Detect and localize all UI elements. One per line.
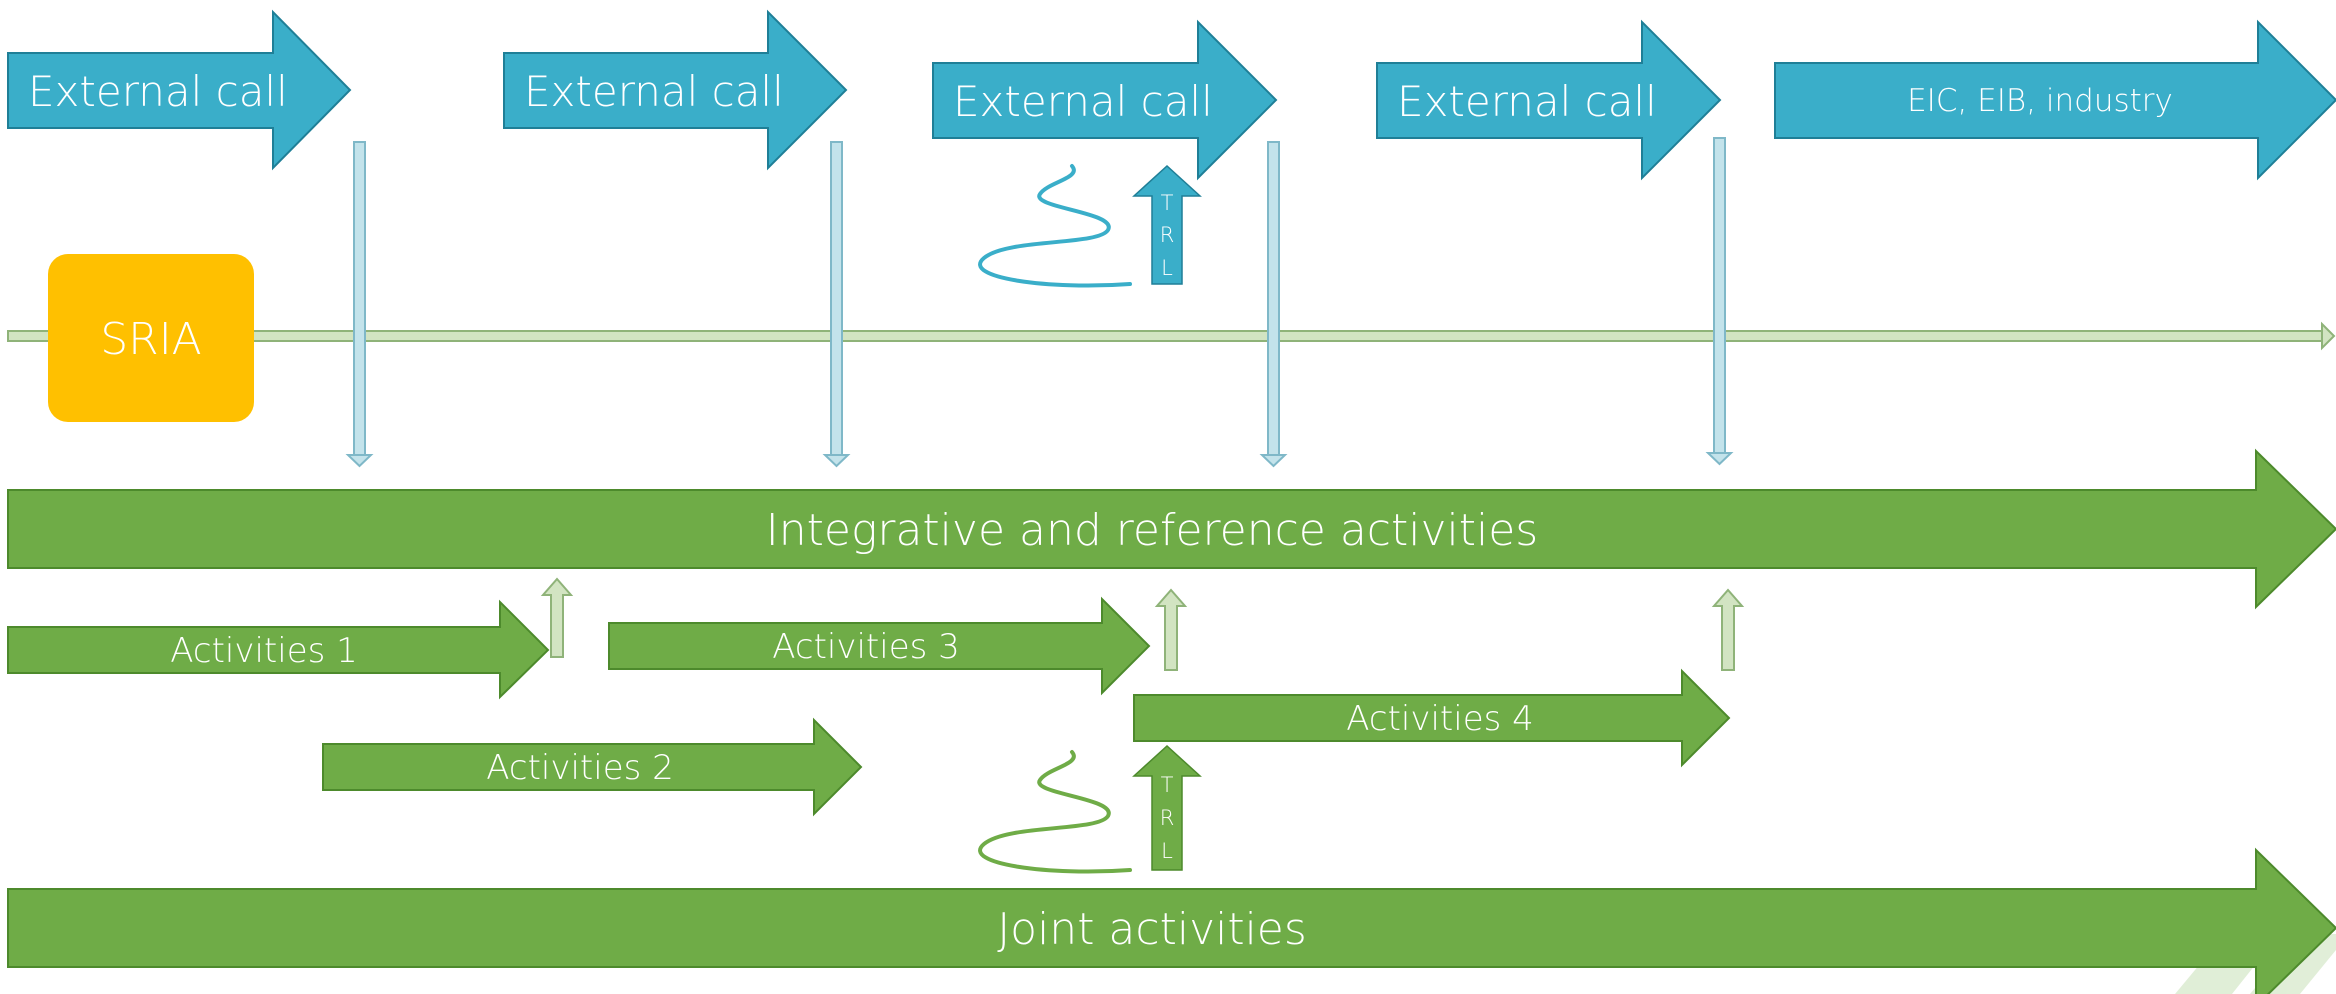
spiral-upper <box>978 164 1132 288</box>
activities-2-label: Activities 2 <box>486 748 674 788</box>
activities-2-arrow: Activities 2 <box>322 717 863 817</box>
joint-activities-arrow: Joint activities <box>7 847 2336 994</box>
trl-indicator-lower: T R L <box>978 744 1202 874</box>
feedback-arrow-2 <box>1154 588 1188 671</box>
trl-letter-r-lower: R <box>1160 806 1175 830</box>
sria-box: SRIA <box>48 254 254 422</box>
external-call-arrow-3: External call <box>932 19 1278 181</box>
external-call-label-4: External call <box>1397 77 1657 126</box>
call-connector-3 <box>1259 141 1288 468</box>
feedback-arrow-3 <box>1711 588 1745 671</box>
external-call-arrow-2: External call <box>503 9 848 171</box>
integrative-activities-arrow: Integrative and reference activities <box>7 448 2336 610</box>
activities-3-label: Activities 3 <box>772 627 960 667</box>
sria-label: SRIA <box>100 314 202 365</box>
trl-letter-t-lower: T <box>1161 773 1174 797</box>
activities-4-label: Activities 4 <box>1346 699 1534 739</box>
external-call-label-2: External call <box>524 67 784 116</box>
external-call-label-1: External call <box>28 67 288 116</box>
trl-letter-l-upper: L <box>1161 256 1173 280</box>
call-connector-4 <box>1705 137 1734 466</box>
call-connector-1 <box>345 141 374 468</box>
joint-activities-label: Joint activities <box>997 904 1307 955</box>
trl-letter-r-upper: R <box>1160 223 1175 247</box>
external-call-arrow-1: External call <box>7 9 352 171</box>
activities-1-arrow: Activities 1 <box>7 599 550 700</box>
external-call-arrow-4: External call <box>1376 19 1722 181</box>
activities-4-arrow: Activities 4 <box>1133 668 1731 768</box>
timeline-arrow <box>7 321 2336 351</box>
integrative-activities-label: Integrative and reference activities <box>766 505 1538 556</box>
spiral-lower <box>978 750 1132 874</box>
funding-sources-arrow: EIC, EIB, industry <box>1774 19 2336 181</box>
trl-letter-l-lower: L <box>1161 839 1173 863</box>
activities-1-label: Activities 1 <box>170 631 358 671</box>
trl-letter-t-upper: T <box>1161 191 1174 215</box>
external-call-label-3: External call <box>953 77 1213 126</box>
trl-indicator-upper: T R L <box>978 164 1202 288</box>
activities-3-arrow: Activities 3 <box>608 596 1151 696</box>
funding-sources-label: EIC, EIB, industry <box>1907 83 2173 119</box>
call-connector-2 <box>822 141 851 468</box>
feedback-arrow-1 <box>540 577 574 658</box>
